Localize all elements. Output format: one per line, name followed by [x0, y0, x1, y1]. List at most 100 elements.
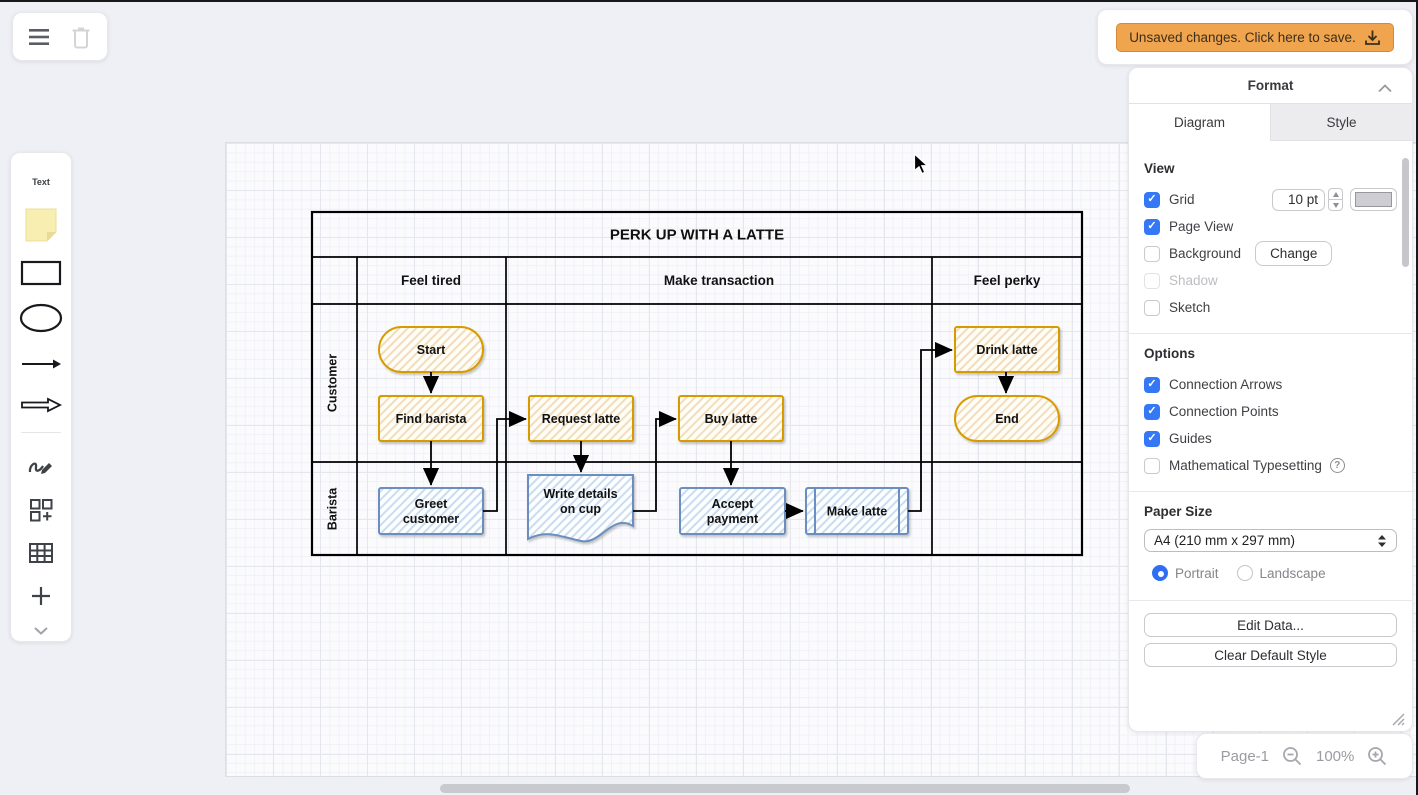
portrait-radio[interactable] — [1152, 565, 1168, 581]
rectangle-icon — [20, 260, 62, 286]
edge-greet-customer-to-request-latte[interactable] — [483, 410, 527, 512]
guides-label: Guides — [1169, 431, 1212, 446]
svg-text:Barista: Barista — [326, 487, 340, 530]
node-write-details[interactable] — [527, 474, 634, 543]
palette-item-text[interactable]: Text — [32, 177, 50, 187]
paper-size-select[interactable]: A4 (210 mm x 297 mm) — [1144, 529, 1397, 552]
zoom-out-icon[interactable] — [1282, 746, 1303, 767]
connection-points-checkbox[interactable] — [1144, 403, 1160, 420]
grid-row: Grid — [1144, 186, 1397, 213]
paper-size-heading: Paper Size — [1144, 504, 1213, 519]
page-view-row: Page View — [1144, 213, 1397, 240]
section-divider — [1129, 333, 1412, 334]
tab-style-label: Style — [1326, 114, 1357, 130]
grid-label: Grid — [1169, 192, 1195, 207]
node-accept-payment[interactable] — [679, 487, 786, 535]
svg-text:Find barista: Find barista — [396, 412, 468, 426]
svg-text:on cup: on cup — [560, 502, 601, 516]
grid-checkbox[interactable] — [1144, 191, 1160, 208]
shadow-label: Shadow — [1169, 273, 1218, 288]
shadow-checkbox[interactable] — [1144, 272, 1160, 289]
connection-points-row: Connection Points — [1144, 398, 1397, 425]
edge-make-latte-to-drink-latte[interactable] — [908, 341, 953, 512]
options-section-heading: Options — [1144, 346, 1195, 361]
stepper-up-icon[interactable] — [1328, 188, 1343, 199]
page-name-label[interactable]: Page-1 — [1220, 747, 1269, 765]
delete-button[interactable] — [66, 20, 96, 54]
connection-arrows-checkbox[interactable] — [1144, 376, 1160, 393]
arrow-icon — [22, 359, 61, 369]
edge-write-details-to-buy-latte[interactable] — [633, 410, 677, 512]
unsaved-save-button[interactable]: Unsaved changes. Click here to save. — [1116, 22, 1394, 52]
node-greet-customer[interactable] — [378, 487, 484, 535]
tab-style[interactable]: Style — [1271, 104, 1412, 141]
connection-arrows-label: Connection Arrows — [1169, 377, 1283, 392]
zoom-in-icon[interactable] — [1367, 746, 1388, 767]
chevron-down-icon — [34, 627, 48, 635]
guides-row: Guides — [1144, 425, 1397, 452]
format-panel-title: Format — [1247, 78, 1294, 93]
clear-default-style-button[interactable]: Clear Default Style — [1144, 643, 1397, 667]
unsaved-banner-card: Unsaved changes. Click here to save. — [1097, 9, 1413, 65]
tab-diagram[interactable]: Diagram — [1129, 104, 1271, 141]
sketch-label: Sketch — [1169, 300, 1211, 315]
top-left-toolbar — [12, 12, 108, 61]
background-row: Background Change — [1144, 240, 1397, 267]
resize-handle-icon[interactable] — [1390, 711, 1405, 726]
svg-text:Make latte: Make latte — [827, 505, 887, 519]
horizontal-scrollbar[interactable] — [440, 784, 1130, 793]
stepper-down-icon[interactable] — [1328, 199, 1343, 211]
help-icon[interactable]: ? — [1329, 458, 1345, 473]
mouse-cursor — [913, 153, 929, 175]
palette-item-collapse[interactable] — [33, 626, 49, 635]
palette-item-add[interactable] — [30, 585, 52, 607]
shadow-row: Shadow — [1144, 267, 1397, 294]
landscape-label: Landscape — [1259, 565, 1326, 581]
palette-item-sticky-note[interactable] — [23, 207, 59, 243]
svg-text:Customer: Customer — [326, 354, 340, 412]
svg-text:PERK UP WITH A LATTE: PERK UP WITH A LATTE — [610, 227, 784, 244]
freehand-icon — [28, 462, 52, 474]
palette-item-rectangle[interactable] — [20, 260, 62, 286]
block-arrow-icon — [21, 397, 62, 413]
page-view-checkbox[interactable] — [1144, 218, 1160, 235]
background-checkbox[interactable] — [1144, 245, 1160, 262]
grid-size-stepper[interactable] — [1328, 188, 1343, 211]
guides-checkbox[interactable] — [1144, 430, 1160, 447]
grid-size-input[interactable] — [1272, 188, 1325, 211]
node-drink-latte[interactable] — [954, 326, 1060, 373]
landscape-radio[interactable] — [1236, 565, 1253, 581]
orientation-row: Portrait Landscape — [1144, 558, 1397, 588]
palette-item-arrow[interactable] — [20, 358, 62, 370]
edit-data-button[interactable]: Edit Data... — [1144, 613, 1397, 637]
svg-text:Make transaction: Make transaction — [664, 273, 774, 288]
format-panel: Format Diagram Style View Grid — [1128, 67, 1413, 732]
change-background-button[interactable]: Change — [1255, 241, 1333, 266]
unsaved-label: Unsaved changes. Click here to save. — [1129, 29, 1356, 45]
status-bar: Page-1 100% — [1196, 733, 1413, 779]
svg-text:customer: customer — [403, 512, 459, 526]
svg-text:Feel tired: Feel tired — [401, 273, 461, 288]
palette-item-ellipse[interactable] — [19, 303, 63, 333]
shape-palette: Text — [10, 152, 72, 642]
palette-item-table[interactable] — [28, 542, 54, 564]
paper-size-value: A4 (210 mm x 297 mm) — [1154, 533, 1296, 548]
palette-item-freehand[interactable] — [27, 452, 55, 478]
table-icon — [29, 543, 53, 563]
palette-item-block-arrow[interactable] — [20, 397, 62, 413]
collapse-panel-button[interactable] — [1378, 81, 1392, 96]
panel-scrollbar-thumb[interactable] — [1402, 158, 1409, 267]
math-typesetting-row: Mathematical Typesetting ? — [1144, 452, 1397, 479]
node-end[interactable] — [954, 395, 1060, 442]
palette-item-more-shapes[interactable] — [29, 498, 53, 522]
grid-color-button[interactable] — [1350, 188, 1397, 211]
plus-icon — [32, 587, 50, 605]
tab-diagram-label: Diagram — [1173, 115, 1225, 130]
math-typesetting-checkbox[interactable] — [1144, 457, 1160, 474]
sketch-checkbox[interactable] — [1144, 299, 1160, 316]
chevron-up-icon — [1378, 84, 1392, 93]
portrait-label: Portrait — [1175, 565, 1219, 581]
menu-button[interactable] — [24, 20, 54, 54]
